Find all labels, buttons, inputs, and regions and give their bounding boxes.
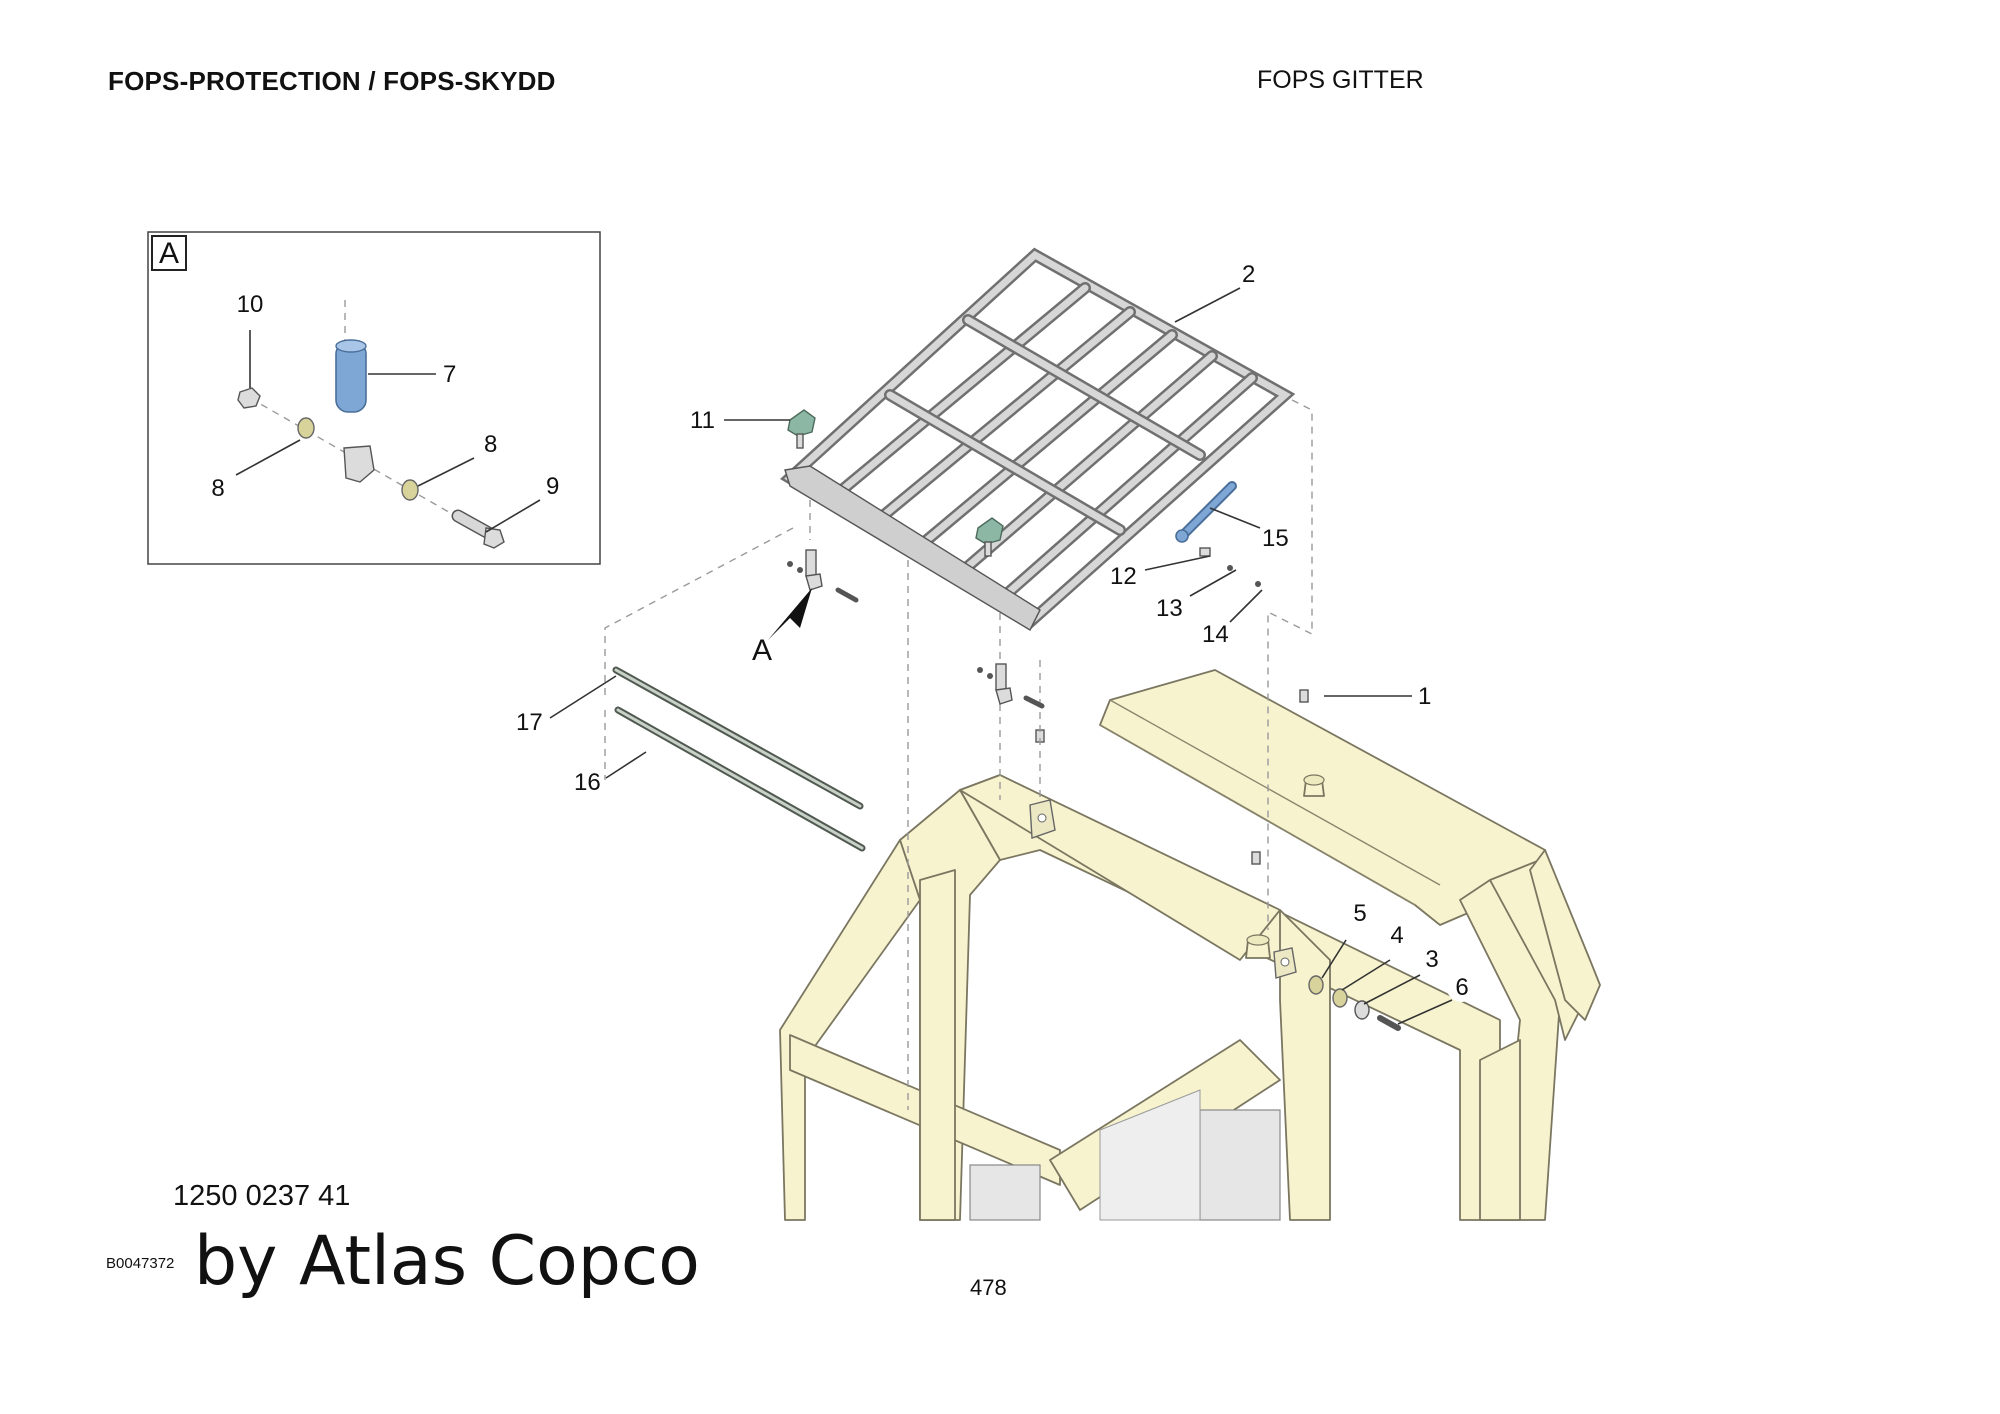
callout-5: 5 [1353,900,1366,927]
callout-bg [1446,970,1478,1002]
page-title: FOPS-PROTECTION / FOPS-SKYDD [108,66,556,96]
callout-8-left: 8 [211,475,224,502]
fops-grille-2 [779,247,1296,631]
bracket [343,445,375,483]
callout-14: 14 [1202,621,1229,648]
detail-box-frame [147,231,601,565]
callout-1: 1 [1418,683,1431,710]
callout-6: 6 [1455,974,1468,1001]
seal-strip-17 [612,666,864,810]
callout-2: 2 [1242,261,1255,288]
knob-11 [787,409,816,449]
page-number: 478 [970,1275,1007,1300]
callout-13: 13 [1156,595,1183,622]
part-number: 1250 0237 41 [173,1180,351,1212]
callout-8-right: 8 [484,431,497,458]
knob-11b [975,517,1004,557]
strut-15 [1175,481,1237,543]
callout-9: 9 [546,473,559,500]
detail-box-label: A [159,237,179,270]
seal-strip-16 [614,706,866,852]
callout-12: 12 [1110,563,1137,590]
leader-lines [549,287,1453,1025]
callout-4: 4 [1390,922,1403,949]
hardware [612,409,1401,1031]
main-callouts: 2 11 15 12 13 14 1 17 16 5 4 3 6 A [516,261,1478,1002]
detail-view-a: A 10 7 8 8 9 [147,231,601,565]
callout-11: 11 [690,407,715,434]
callout-7: 7 [443,361,456,388]
spacer-tube-7 [335,339,367,413]
nut-10 [237,387,261,409]
callout-16: 16 [574,769,601,796]
brand-label: by Atlas Copco [194,1222,700,1301]
washer-8 [297,417,315,439]
page-subtitle: FOPS GITTER [1257,66,1424,94]
callout-3: 3 [1425,946,1438,973]
detail-box-label-frame [151,235,187,271]
callout-bg [1416,942,1448,974]
callout-15: 15 [1262,525,1289,552]
callout-10: 10 [237,291,264,318]
callout-bg [1344,896,1376,928]
assembly-lines [604,399,1313,1110]
washer-8 [401,479,419,501]
image-code: B0047372 [106,1255,175,1272]
bolt-9 [451,509,505,549]
callout-17: 17 [516,709,543,736]
view-a-label: A [752,634,772,667]
cab-frame [779,669,1601,1221]
callout-bg [1381,918,1413,950]
view-a-arrow [768,588,812,640]
